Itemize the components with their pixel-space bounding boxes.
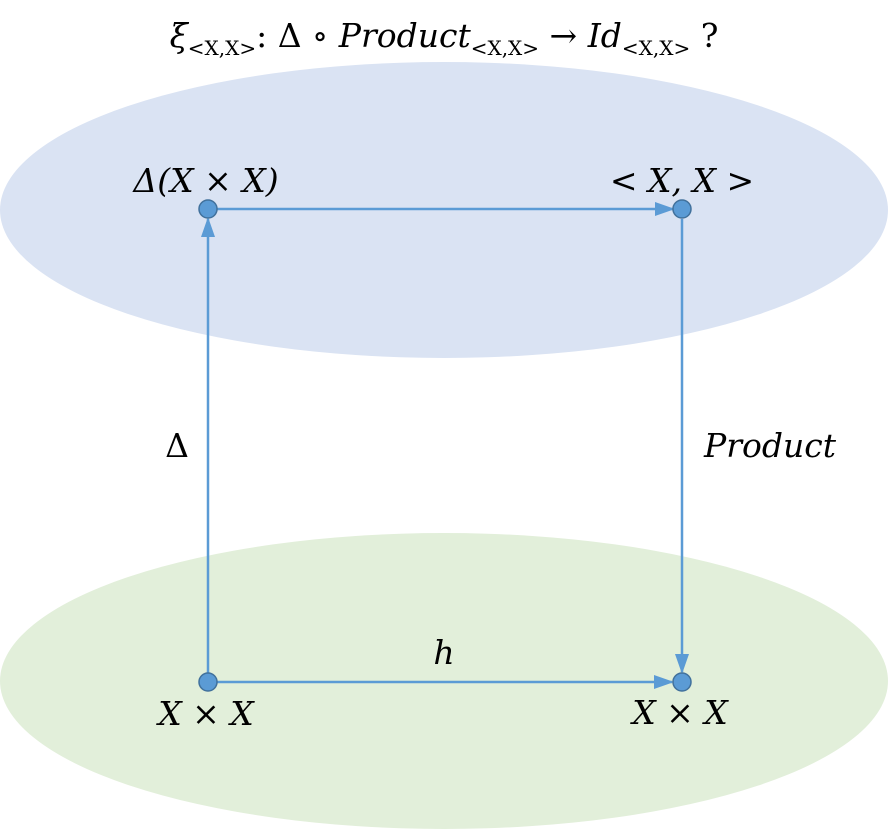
node-label-top-left: Δ(X × X)	[131, 161, 278, 200]
title-mid: : Δ ∘	[256, 16, 339, 55]
title-id: Id	[587, 16, 622, 55]
title-xi: ξ	[170, 16, 190, 55]
node-label-bottom-left: X × X	[155, 694, 255, 733]
node-top-right	[672, 199, 692, 219]
title-subscript-1: <X,X>	[188, 36, 256, 60]
diagram-title: ξ<X,X>: Δ ∘ Product<X,X> → Id<X,X> ?	[170, 16, 719, 60]
arrow-label-left: Δ	[165, 426, 189, 465]
node-bottom-right	[672, 672, 692, 692]
node-bottom-left	[198, 672, 218, 692]
title-subscript-2: <X,X>	[471, 36, 539, 60]
title-arrow: →	[539, 16, 588, 55]
node-label-bottom-right: X × X	[629, 693, 729, 732]
node-top-left	[198, 199, 218, 219]
title-product: Product	[338, 16, 472, 55]
title-question-mark: ?	[690, 16, 718, 55]
arrow-label-bottom: h	[433, 633, 454, 672]
node-label-top-right: < X, X >	[610, 161, 754, 200]
title-subscript-3: <X,X>	[622, 36, 690, 60]
arrow-label-right: Product	[703, 426, 837, 465]
